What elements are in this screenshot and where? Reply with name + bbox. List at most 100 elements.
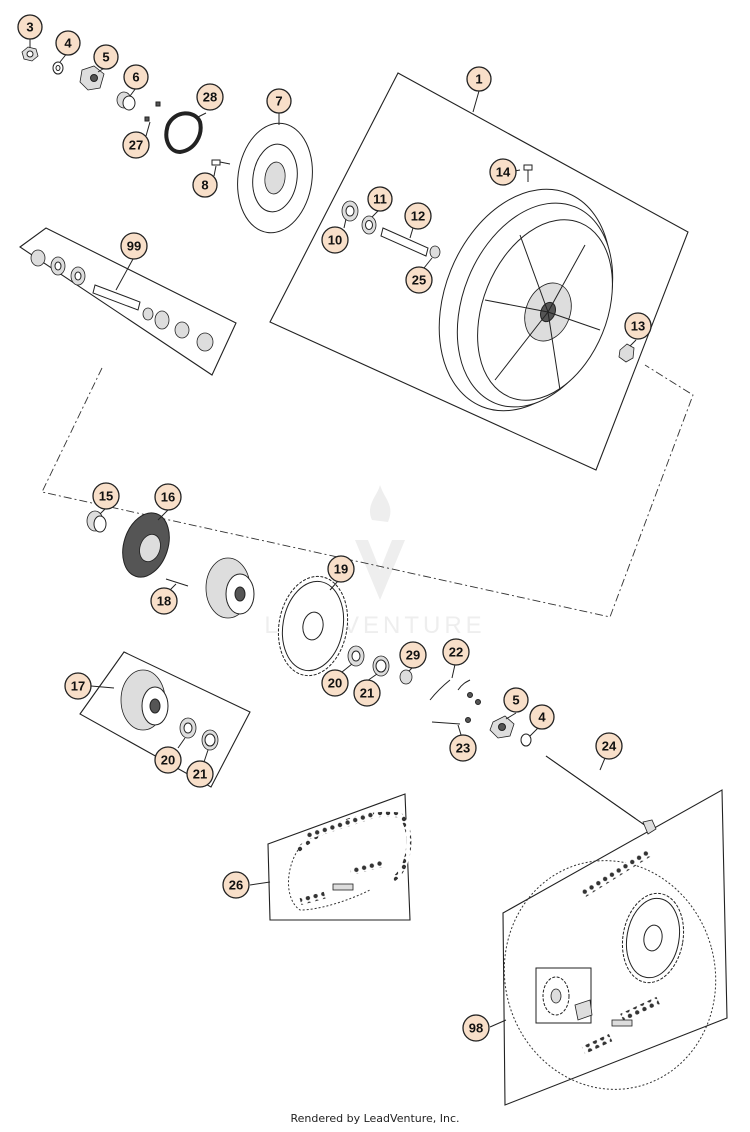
chain-kit-frame [502, 789, 728, 1106]
callout-5-lower: 5 [503, 687, 529, 713]
part-22-chain-adjuster [429, 679, 481, 705]
svg-text:99: 99 [127, 239, 141, 254]
chain-frame [267, 793, 411, 921]
svg-text:15: 15 [99, 489, 113, 504]
callout-27: 27 [122, 131, 150, 159]
callout-1: 1 [466, 66, 492, 92]
callout-3: 3 [17, 14, 43, 40]
part-5-axle-clamp-lower [489, 715, 515, 739]
part-17-hub-assembly [120, 669, 169, 731]
svg-text:4: 4 [538, 710, 546, 725]
svg-text:98: 98 [469, 1021, 483, 1036]
callout-24: 24 [595, 732, 623, 760]
svg-text:19: 19 [334, 562, 348, 577]
callout-15: 15 [92, 482, 120, 510]
part-11-shaft-seal [361, 215, 377, 235]
svg-text:11: 11 [373, 192, 387, 207]
wheel-assembly-frame [269, 72, 689, 471]
callout-16: 16 [154, 483, 182, 511]
callout-99: 99 [120, 232, 148, 260]
svg-text:6: 6 [132, 70, 139, 85]
callout-13: 13 [624, 312, 652, 340]
part-7-brake-disc [237, 122, 313, 234]
svg-text:26: 26 [229, 878, 243, 893]
callout-29: 29 [399, 641, 427, 669]
part-6-spacer [116, 91, 136, 111]
part-16-damper-rubber [122, 512, 170, 578]
part-27-screw [155, 101, 161, 107]
part-23-chain-adjuster [431, 717, 471, 725]
callout-23: 23 [449, 734, 477, 762]
svg-text:4: 4 [64, 36, 72, 51]
callout-20-upper: 20 [321, 669, 349, 697]
svg-text:16: 16 [161, 490, 175, 505]
part-8-bolt [211, 159, 231, 166]
callout-98: 98 [462, 1014, 490, 1042]
callout-17: 17 [64, 672, 92, 700]
svg-text:23: 23 [456, 741, 470, 756]
svg-text:28: 28 [203, 90, 217, 105]
svg-text:8: 8 [201, 178, 208, 193]
svg-text:3: 3 [26, 20, 33, 35]
part-98-chain-kit [503, 849, 717, 1090]
part-18-pin [165, 578, 189, 587]
callout-8: 8 [192, 172, 218, 198]
callout-25: 25 [405, 266, 433, 294]
part-5-axle-clamp [79, 65, 105, 91]
callout-6: 6 [123, 64, 149, 90]
svg-text:27: 27 [129, 138, 143, 153]
callout-20-lower: 20 [154, 746, 182, 774]
part-12-spacer-sleeve [380, 227, 429, 257]
part-1-rear-wheel [438, 188, 614, 412]
callout-18: 18 [150, 587, 178, 615]
part-13-nut [618, 343, 635, 363]
part-15-sleeve [86, 510, 107, 533]
part-hub-carrier [205, 557, 255, 619]
svg-text:7: 7 [275, 94, 282, 109]
svg-text:20: 20 [328, 676, 342, 691]
bearing-kit-frame [19, 227, 237, 376]
svg-text:1: 1 [475, 72, 482, 87]
part-99-bearing-kit [30, 249, 214, 352]
assembly-dashed-line [41, 364, 694, 618]
svg-text:13: 13 [631, 319, 645, 334]
callout-11: 11 [367, 186, 393, 212]
svg-text:5: 5 [512, 693, 519, 708]
svg-text:5: 5 [102, 50, 109, 65]
part-3-nut [21, 46, 39, 62]
callout-22: 22 [442, 638, 470, 666]
callout-21-lower: 21 [186, 760, 214, 788]
svg-text:18: 18 [157, 594, 171, 609]
part-29-spacer [399, 669, 413, 685]
callout-4-lower: 4 [529, 704, 555, 730]
part-21-seal-upper [372, 655, 390, 677]
part-14-valve [523, 164, 533, 182]
svg-text:21: 21 [360, 686, 374, 701]
callout-5: 5 [93, 44, 119, 70]
part-20-bearing-upper [347, 645, 365, 667]
svg-text:10: 10 [328, 233, 342, 248]
part-25-bearing [429, 245, 441, 259]
callout-7: 7 [266, 88, 292, 114]
callout-4: 4 [55, 30, 81, 56]
callout-21-upper: 21 [353, 679, 381, 707]
svg-text:29: 29 [406, 648, 420, 663]
svg-text:20: 20 [161, 753, 175, 768]
svg-text:24: 24 [602, 739, 617, 754]
part-28-disc-protector [164, 111, 203, 155]
leader-lines [29, 39, 637, 1028]
footer-credit: Rendered by LeadVenture, Inc. [290, 1112, 460, 1125]
svg-text:14: 14 [496, 165, 511, 180]
part-20-bearing-lower [179, 717, 197, 739]
callout-10: 10 [321, 226, 349, 254]
callout-28: 28 [196, 83, 224, 111]
svg-text:17: 17 [71, 679, 85, 694]
callout-19: 19 [327, 555, 355, 583]
svg-text:12: 12 [411, 209, 425, 224]
part-21-seal-lower [201, 729, 219, 751]
callout-12: 12 [404, 202, 432, 230]
part-4-washer-lower [520, 733, 532, 747]
part-19-rear-sprocket [277, 575, 349, 677]
svg-text:22: 22 [449, 645, 463, 660]
